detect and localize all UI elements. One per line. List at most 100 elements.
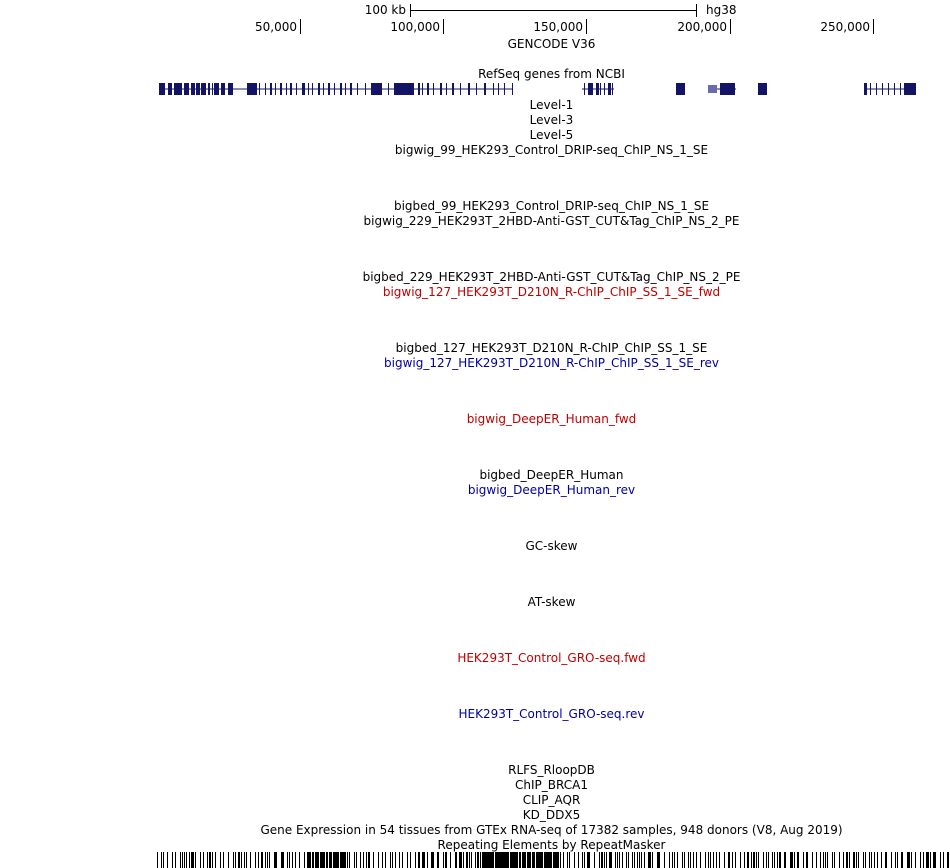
repeat-element xyxy=(911,852,912,868)
repeat-element xyxy=(648,852,651,868)
gene-exon-block xyxy=(221,83,225,95)
repeat-element xyxy=(258,852,259,868)
repeat-element xyxy=(529,852,531,868)
repeat-element xyxy=(606,852,607,868)
repeat-element xyxy=(693,852,694,868)
track-label-at-skew[interactable]: AT-skew xyxy=(527,595,576,609)
track-label-deeper-bigbed[interactable]: bigbed_DeepER_Human xyxy=(479,468,624,482)
repeat-element xyxy=(609,852,612,868)
repeat-element xyxy=(373,852,374,868)
repeat-element xyxy=(747,852,749,868)
repeat-element xyxy=(267,852,268,868)
repeat-element xyxy=(644,852,645,868)
repeat-element xyxy=(410,852,411,868)
gene-exon-tick xyxy=(232,83,233,95)
gene-exon-block xyxy=(864,83,866,95)
track-label-level-5[interactable]: Level-5 xyxy=(529,128,574,142)
gene-exon-block xyxy=(371,83,382,95)
track-label-deeper-rev[interactable]: bigwig_DeepER_Human_rev xyxy=(467,483,636,497)
track-label-bigbed-99[interactable]: bigbed_99_HEK293_Control_DRIP-seq_ChIP_N… xyxy=(393,199,710,213)
repeat-element xyxy=(335,852,337,868)
gene-exon-tick xyxy=(612,83,613,95)
repeat-element xyxy=(696,852,697,868)
repeat-element xyxy=(274,852,277,868)
gene-exon-tick xyxy=(357,83,358,95)
repeat-element xyxy=(323,852,325,868)
repeat-element xyxy=(265,852,266,868)
repeat-element xyxy=(920,852,921,868)
gene-exon-tick xyxy=(212,83,213,95)
gene-exon-tick xyxy=(888,83,889,95)
repeat-element xyxy=(615,852,616,868)
repeat-element xyxy=(839,852,840,868)
repeat-element xyxy=(622,852,623,868)
track-label-gencode[interactable]: GENCODE V36 xyxy=(507,37,596,51)
repeat-element xyxy=(947,852,949,868)
gene-exon-block xyxy=(280,83,282,95)
track-label-rlfs[interactable]: RLFS_RloopDB xyxy=(508,763,595,777)
repeat-element xyxy=(705,852,706,868)
repeat-element xyxy=(541,852,543,868)
track-label-gro-seq-rev[interactable]: HEK293T_Control_GRO-seq.rev xyxy=(458,707,645,721)
repeat-element xyxy=(241,852,242,868)
repeat-element xyxy=(758,852,759,868)
track-label-clip-aqr[interactable]: CLIP_AQR xyxy=(522,793,581,807)
gene-exon-tick xyxy=(493,83,494,95)
track-label-gc-skew[interactable]: GC-skew xyxy=(525,539,578,553)
track-label-bigbed-127[interactable]: bigbed_127_HEK293T_D210N_R-ChIP_ChIP_SS_… xyxy=(395,341,708,355)
repeat-element xyxy=(269,852,270,868)
repeat-element xyxy=(450,852,451,868)
track-label-bigbed-229[interactable]: bigbed_229_HEK293T_2HBD-Anti-GST_CUT&Tag… xyxy=(362,270,741,284)
repeat-element xyxy=(682,852,683,868)
repeat-element xyxy=(777,852,778,868)
repeat-element xyxy=(459,852,462,868)
repeat-element xyxy=(385,852,386,868)
gene-exon-tick xyxy=(900,83,901,95)
track-label-level-3[interactable]: Level-3 xyxy=(529,113,574,127)
repeat-element xyxy=(163,852,164,868)
track-label-gro-seq-fwd[interactable]: HEK293T_Control_GRO-seq.fwd xyxy=(457,651,646,665)
repeat-element xyxy=(728,852,730,868)
ruler-tick-200k xyxy=(730,19,731,34)
gene-exon-tick xyxy=(680,83,681,95)
track-label-deeper-fwd[interactable]: bigwig_DeepER_Human_fwd xyxy=(466,412,637,426)
repeat-element xyxy=(933,852,936,868)
gene-exon-tick xyxy=(882,83,883,95)
repeat-element xyxy=(363,852,364,868)
gene-exon-block xyxy=(302,83,305,95)
repeat-element xyxy=(315,852,317,868)
gene-exon-block xyxy=(484,83,486,95)
repeat-element xyxy=(455,852,457,868)
track-label-repeatmasker[interactable]: Repeating Elements by RepeatMasker xyxy=(437,838,666,852)
scale-label: 100 kb xyxy=(364,3,406,17)
gene-exon-tick xyxy=(388,83,389,95)
repeat-element xyxy=(343,852,345,868)
repeat-element xyxy=(422,852,425,868)
track-label-bigwig-229[interactable]: bigwig_229_HEK293T_2HBD-Anti-GST_CUT&Tag… xyxy=(363,214,740,228)
gene-exon-block xyxy=(452,83,454,95)
repeat-element xyxy=(926,852,929,868)
repeat-element xyxy=(700,852,701,868)
track-label-bigwig-127-rev[interactable]: bigwig_127_HEK293T_D210N_R-ChIP_ChIP_SS_… xyxy=(384,356,719,370)
repeat-element xyxy=(437,852,439,868)
repeat-element xyxy=(569,852,570,868)
gene-exon-block xyxy=(418,83,420,95)
track-label-bigwig-127-fwd[interactable]: bigwig_127_HEK293T_D210N_R-ChIP_ChIP_SS_… xyxy=(382,285,721,299)
track-label-level-1[interactable]: Level-1 xyxy=(529,98,574,112)
repeat-element xyxy=(427,852,428,868)
repeat-element xyxy=(238,852,240,868)
repeat-element xyxy=(549,852,552,868)
track-label-refseq[interactable]: RefSeq genes from NCBI xyxy=(478,67,625,81)
repeat-element xyxy=(489,852,492,868)
ruler-tick-100k xyxy=(443,19,444,34)
track-label-chip-brca1[interactable]: ChIP_BRCA1 xyxy=(515,778,588,792)
track-label-gtex[interactable]: Gene Expression in 54 tissues from GTEx … xyxy=(260,823,843,837)
repeat-element xyxy=(657,852,660,868)
repeat-element xyxy=(885,852,887,868)
gene-exon-block xyxy=(588,83,593,95)
track-label-bigwig-99[interactable]: bigwig_99_HEK293_Control_DRIP-seq_ChIP_N… xyxy=(394,143,709,157)
repeat-element xyxy=(940,852,941,868)
track-label-kd-ddx5[interactable]: KD_DDX5 xyxy=(522,808,581,822)
